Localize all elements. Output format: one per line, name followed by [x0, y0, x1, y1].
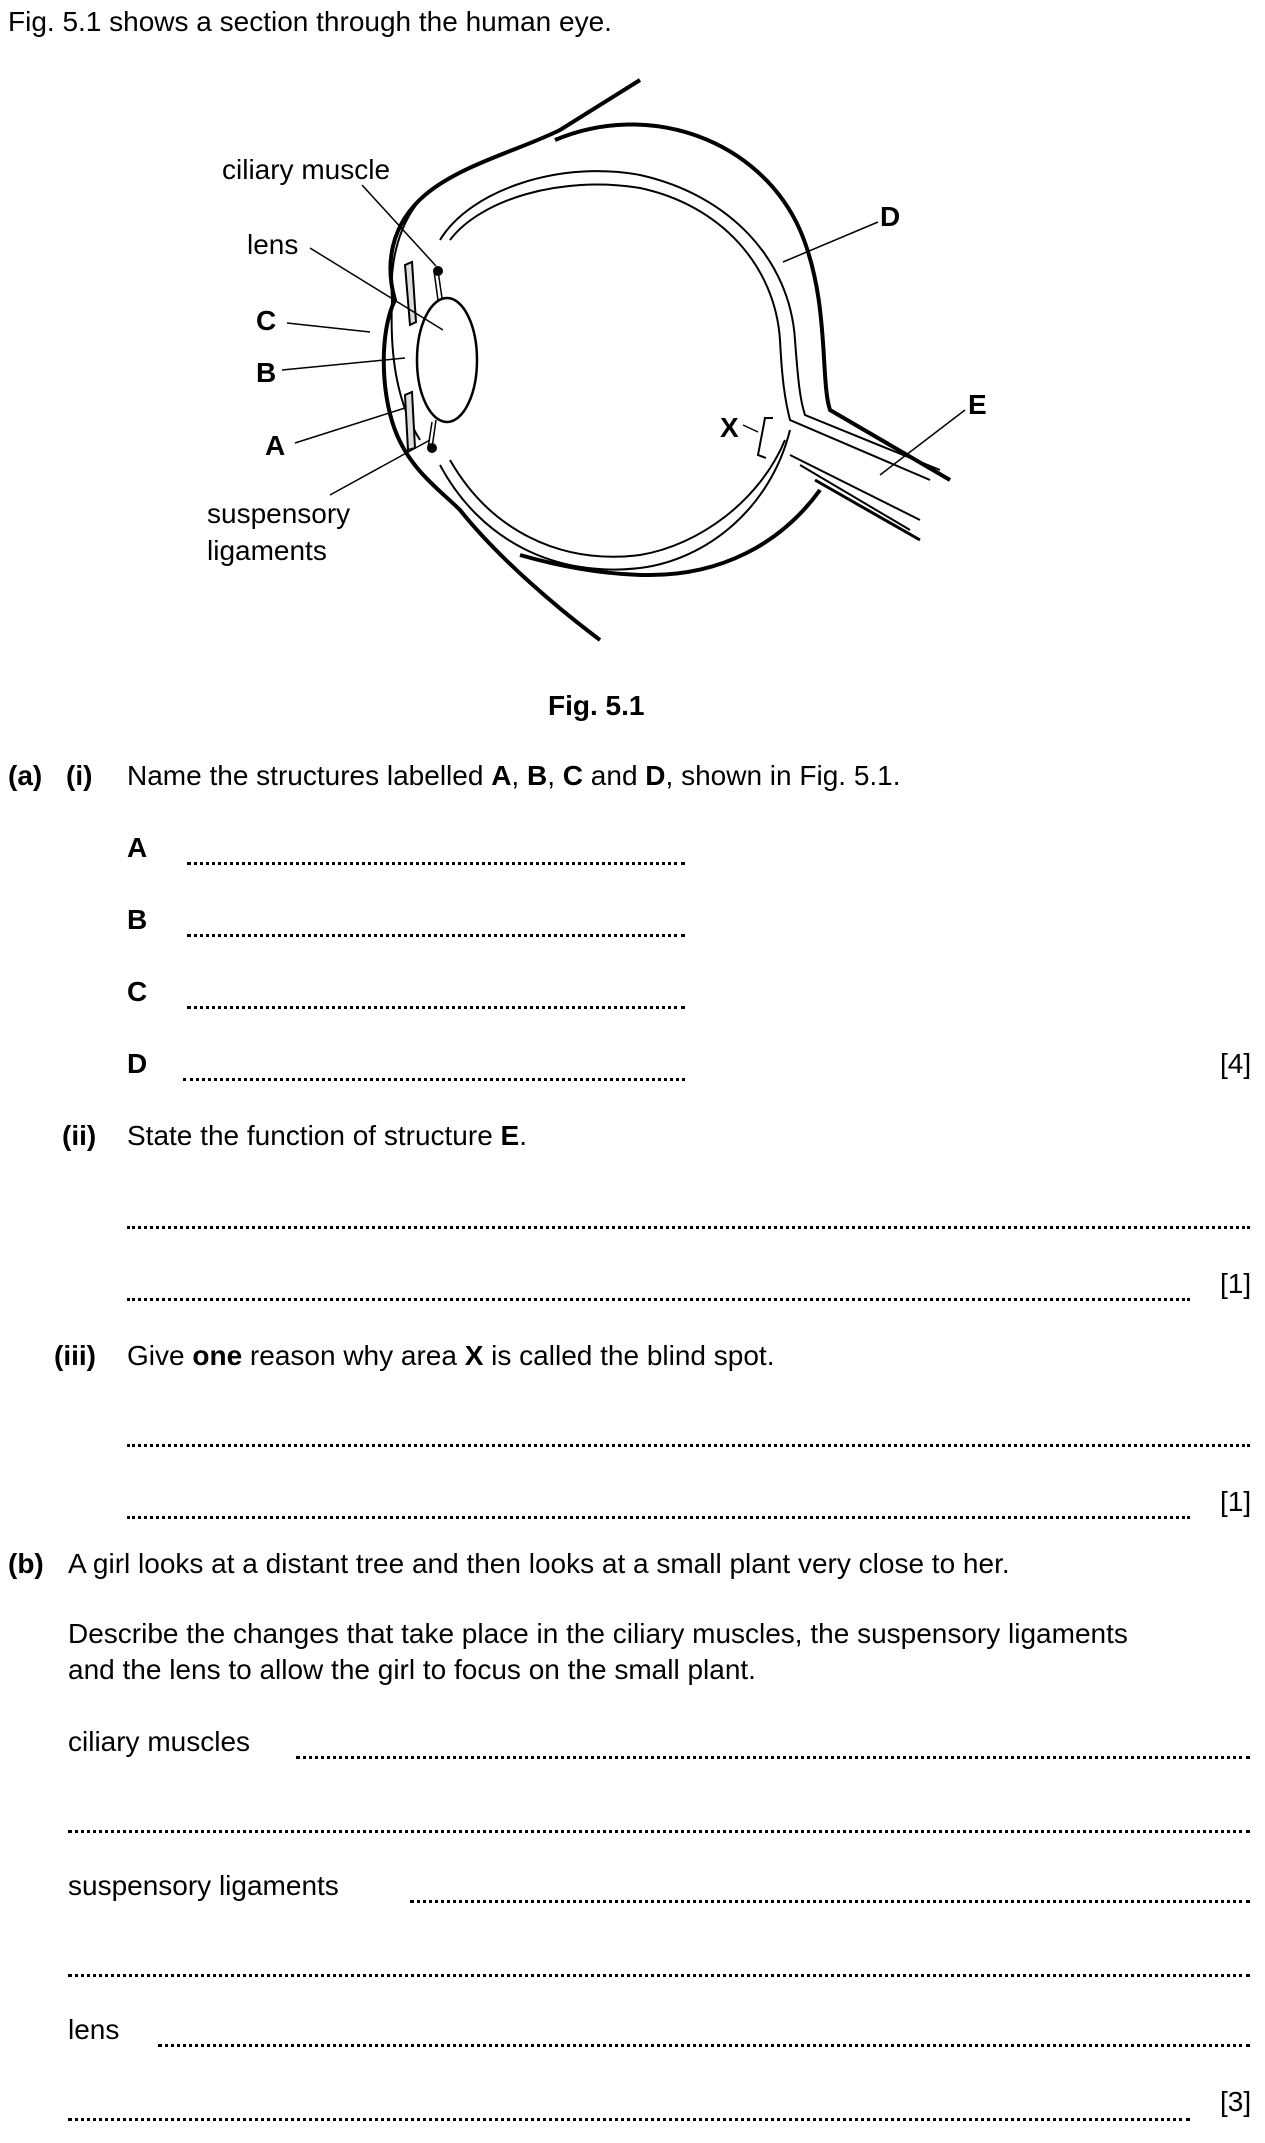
marks-a-i: [4]: [1220, 1048, 1252, 1079]
answer-line-b-suspensory-1[interactable]: [410, 1900, 1250, 1903]
answer-label-A: A: [127, 832, 148, 863]
part-a-ii-question: State the function of structure E.: [127, 1120, 528, 1151]
answer-line-B[interactable]: [187, 934, 685, 937]
answer-line-D[interactable]: [183, 1078, 685, 1081]
answer-label-C: C: [127, 976, 148, 1007]
part-b-question-1: A girl looks at a distant tree and then …: [68, 1548, 1010, 1579]
answer-line-a-ii-1[interactable]: [127, 1226, 1250, 1229]
intro-text: Fig. 5.1 shows a section through the hum…: [8, 6, 612, 37]
answer-line-b-suspensory-2[interactable]: [68, 1974, 1250, 1977]
label-E: E: [968, 389, 987, 420]
answer-label-B: B: [127, 904, 148, 935]
label-X: X: [720, 412, 739, 443]
part-b-question-2-line2: and the lens to allow the girl to focus …: [68, 1654, 756, 1685]
answer-line-A[interactable]: [187, 862, 685, 865]
marks-b: [3]: [1220, 2086, 1252, 2117]
part-b-lens-label: lens: [68, 2014, 120, 2045]
answer-label-D: D: [127, 1048, 148, 1079]
part-a-i-question: Name the structures labelled A, B, C and…: [127, 760, 901, 791]
label-A: A: [265, 430, 285, 461]
label-suspensory: suspensory: [207, 498, 350, 529]
label-ligaments: ligaments: [207, 535, 327, 566]
answer-line-a-iii-2[interactable]: [127, 1516, 1190, 1519]
label-D: D: [880, 201, 900, 232]
part-a-label: (a): [8, 760, 43, 791]
part-b-question-2-line1: Describe the changes that take place in …: [68, 1618, 1128, 1649]
part-a-i-label: (i): [66, 760, 93, 791]
part-a-iii-question: Give one reason why area X is called the…: [127, 1340, 775, 1371]
label-B: B: [256, 357, 276, 388]
part-b-label: (b): [8, 1548, 44, 1579]
answer-line-b-ciliary-1[interactable]: [296, 1756, 1250, 1759]
label-ciliary-muscle: ciliary muscle: [222, 154, 390, 185]
label-lens: lens: [247, 229, 298, 260]
figure-caption: Fig. 5.1: [548, 690, 645, 721]
answer-line-b-ciliary-2[interactable]: [68, 1830, 1250, 1833]
part-b-suspensory-label: suspensory ligaments: [68, 1870, 339, 1901]
answer-line-a-iii-1[interactable]: [127, 1444, 1250, 1447]
part-a-ii-label: (ii): [62, 1120, 97, 1151]
answer-line-C[interactable]: [187, 1006, 685, 1009]
part-b-ciliary-label: ciliary muscles: [68, 1726, 251, 1757]
answer-line-a-ii-2[interactable]: [127, 1298, 1190, 1301]
answer-line-b-lens-2[interactable]: [68, 2118, 1190, 2121]
part-a-iii-label: (iii): [54, 1340, 96, 1371]
label-C: C: [256, 305, 276, 336]
marks-a-ii: [1]: [1220, 1268, 1252, 1299]
marks-a-iii: [1]: [1220, 1486, 1252, 1517]
answer-line-b-lens-1[interactable]: [158, 2044, 1250, 2047]
eye-diagram: ciliary muscle lens C B A suspensory lig…: [207, 78, 987, 642]
